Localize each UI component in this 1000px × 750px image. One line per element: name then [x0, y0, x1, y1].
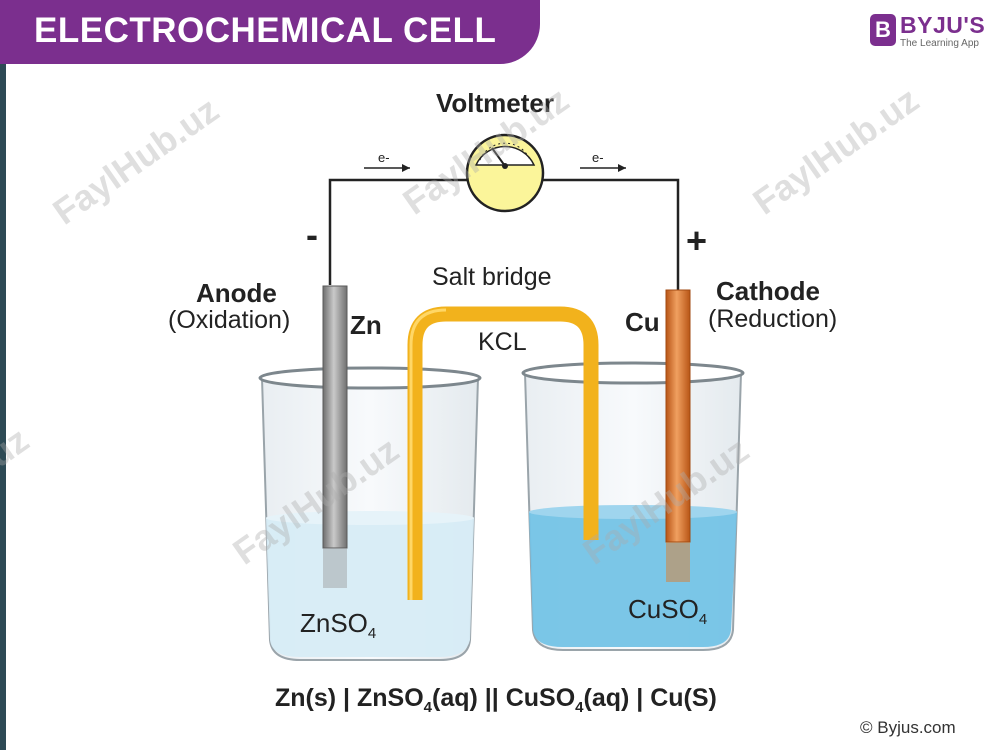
- cuso4-subscript: 4: [698, 611, 708, 629]
- copper-electrode: [665, 289, 691, 543]
- voltmeter-icon: [465, 133, 545, 213]
- electron-arrow-right-head: [618, 164, 626, 172]
- voltmeter-label: Voltmeter: [436, 88, 554, 118]
- title-banner: ELECTROCHEMICAL CELL: [0, 0, 540, 64]
- notation-sub-1: 4: [423, 699, 432, 716]
- znso4-base: ZnSO: [300, 608, 368, 638]
- salt-bridge-label: Salt bridge: [432, 263, 552, 291]
- electron-label-right: e-: [592, 150, 604, 165]
- salt-bridge: [407, 306, 599, 600]
- negative-terminal-label: -: [306, 214, 318, 255]
- page-title: ELECTROCHEMICAL CELL: [34, 11, 497, 50]
- cell-notation: Zn(s) | ZnSO4(aq) || CuSO4(aq) | Cu(S): [275, 684, 717, 716]
- notation-part-2: (aq) || CuSO: [432, 684, 576, 712]
- znso4-label: ZnSO4: [300, 608, 376, 642]
- electron-label-left: e-: [378, 150, 390, 165]
- logo-tagline: The Learning App: [900, 38, 979, 49]
- cathode-label: Cathode: [716, 276, 820, 306]
- external-wire: [328, 178, 680, 290]
- positive-terminal-label: +: [686, 220, 708, 261]
- znso4-subscript: 4: [367, 625, 377, 643]
- logo-badge-icon: B: [870, 14, 896, 46]
- copper-label: Cu: [625, 307, 660, 337]
- zinc-label: Zn: [350, 310, 382, 340]
- notation-sub-2: 4: [575, 699, 584, 716]
- byjus-logo: B BYJU'S The Learning App: [870, 10, 990, 54]
- anode-label: Anode: [196, 278, 277, 308]
- electron-arrow-left-head: [402, 164, 410, 172]
- reduction-label: (Reduction): [708, 305, 838, 333]
- kcl-label: KCL: [478, 328, 527, 356]
- notation-part-1: Zn(s) | ZnSO: [275, 684, 424, 712]
- left-beaker: [258, 366, 482, 661]
- copyright-label: © Byjus.com: [860, 718, 956, 737]
- cuso4-base: CuSO: [628, 594, 699, 624]
- left-edge-bar: [0, 0, 6, 750]
- cuso4-label: CuSO4: [628, 594, 707, 628]
- logo-name: BYJU'S: [900, 12, 986, 38]
- oxidation-label: (Oxidation): [168, 306, 291, 334]
- notation-part-3: (aq) | Cu(S): [583, 684, 717, 712]
- zinc-electrode: [322, 285, 348, 549]
